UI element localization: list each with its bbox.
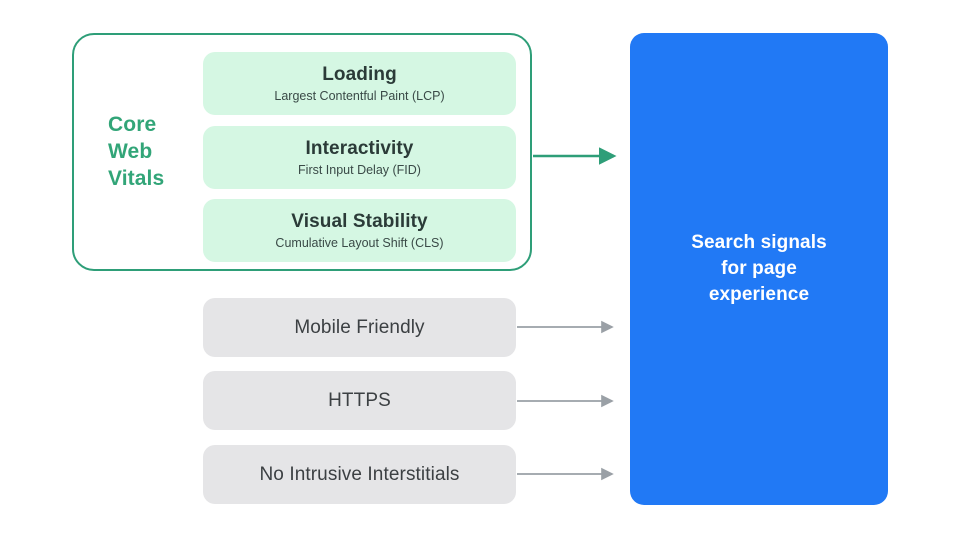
metric-title: Visual Stability <box>291 210 428 232</box>
signal-card-no-intrusive-interstitials[interactable]: No Intrusive Interstitials <box>203 445 516 504</box>
search-signals-box[interactable]: Search signals for page experience <box>630 33 888 505</box>
metric-title: Interactivity <box>305 137 414 159</box>
core-web-vitals-label-line-3: Vitals <box>108 167 165 190</box>
metric-title: Loading <box>322 63 397 85</box>
search-signals-line-1: Search signals <box>691 232 827 253</box>
search-signals-line-3: experience <box>708 284 810 305</box>
signal-card-https[interactable]: HTTPS <box>203 371 516 430</box>
metric-subtitle: Largest Contentful Paint (LCP) <box>274 88 445 103</box>
metric-card-visual-stability[interactable]: Visual Stability Cumulative Layout Shift… <box>203 199 516 262</box>
metric-subtitle: First Input Delay (FID) <box>298 162 421 177</box>
signal-label: Mobile Friendly <box>294 316 425 338</box>
search-signals-line-2: for page <box>721 258 797 279</box>
search-signals-label: Search signals for page experience <box>673 230 845 308</box>
metric-card-loading[interactable]: Loading Largest Contentful Paint (LCP) <box>203 52 516 115</box>
core-web-vitals-label: Core Web Vitals <box>108 111 192 192</box>
signal-label: HTTPS <box>328 389 391 411</box>
core-web-vitals-label-line-1: Core <box>108 113 157 136</box>
metric-card-interactivity[interactable]: Interactivity First Input Delay (FID) <box>203 126 516 189</box>
signal-card-mobile-friendly[interactable]: Mobile Friendly <box>203 298 516 357</box>
signal-label: No Intrusive Interstitials <box>259 463 460 485</box>
metric-subtitle: Cumulative Layout Shift (CLS) <box>275 235 444 250</box>
core-web-vitals-label-line-2: Web <box>108 140 153 163</box>
